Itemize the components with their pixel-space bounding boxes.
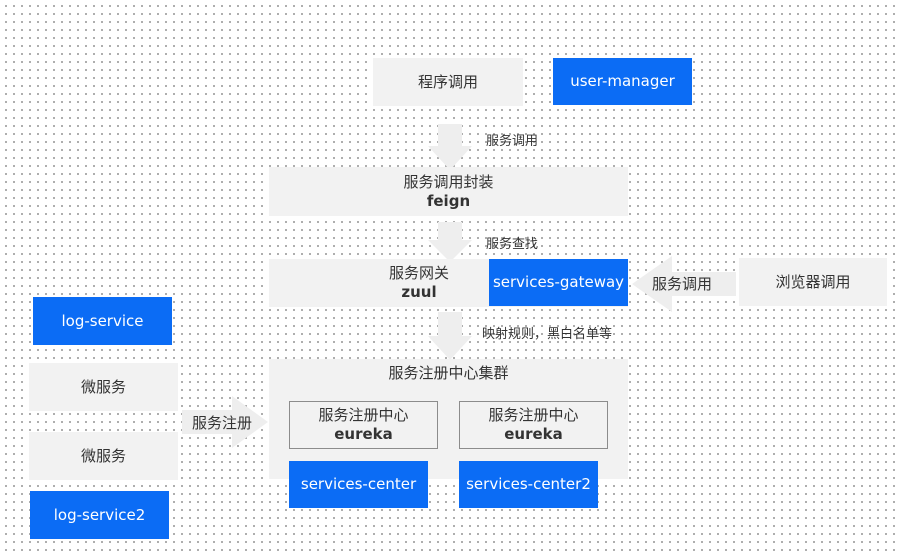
feign-title: 服务调用封装 [403, 172, 494, 191]
feign-box: 服务调用封装 feign [269, 167, 628, 216]
zuul-title: 服务网关 [388, 264, 449, 282]
registry-cluster-title: 服务注册中心集群 [388, 364, 509, 382]
log-service2-box: log-service2 [30, 491, 169, 539]
arrow-browser-to-gateway [632, 256, 736, 312]
registry-center-2-name: eureka [504, 425, 563, 443]
browser-call-box: 浏览器调用 [739, 258, 887, 306]
microservice-2-label: 微服务 [80, 446, 126, 465]
arrow-program-to-feign [428, 124, 472, 170]
registry-center-1-title: 服务注册中心 [318, 406, 409, 424]
microservice-1-box: 微服务 [29, 363, 178, 411]
registry-center-2-title: 服务注册中心 [488, 406, 579, 424]
edge-label-mapping-rules: 映射规则，黑白名单等 [482, 327, 613, 342]
registry-center-2-box: 服务注册中心 eureka [459, 401, 608, 449]
browser-call-label: 浏览器调用 [775, 272, 851, 291]
feign-name: feign [426, 191, 471, 210]
log-service-label: log-service [61, 311, 144, 330]
services-center2-box: services-center2 [459, 461, 598, 508]
user-manager-box: user-manager [553, 58, 692, 105]
user-manager-label: user-manager [570, 72, 675, 90]
registry-center-1-name: eureka [334, 425, 393, 443]
edge-label-service-lookup: 服务查找 [486, 237, 539, 252]
edge-label-service-register: 服务注册 [192, 414, 253, 432]
microservice-2-box: 微服务 [29, 432, 178, 480]
edge-label-service-call: 服务调用 [486, 134, 539, 149]
services-gateway-label: services-gateway [492, 273, 625, 291]
services-gateway-box: services-gateway [489, 259, 628, 306]
arrow-micro-to-cluster [182, 396, 268, 448]
services-center2-label: services-center2 [466, 475, 591, 493]
microservice-1-label: 微服务 [80, 377, 126, 396]
arrow-zuul-to-cluster [428, 312, 472, 360]
log-service2-label: log-service2 [53, 505, 146, 524]
program-call-label: 程序调用 [417, 72, 478, 91]
services-center-box: services-center [289, 461, 428, 508]
edge-label-browser-service-call: 服务调用 [652, 275, 713, 293]
arrow-feign-to-zuul [428, 222, 472, 262]
program-call-box: 程序调用 [373, 58, 523, 106]
zuul-name: zuul [401, 283, 437, 301]
services-center-label: services-center [300, 475, 417, 493]
log-service-box: log-service [33, 297, 172, 345]
registry-center-1-box: 服务注册中心 eureka [289, 401, 438, 449]
